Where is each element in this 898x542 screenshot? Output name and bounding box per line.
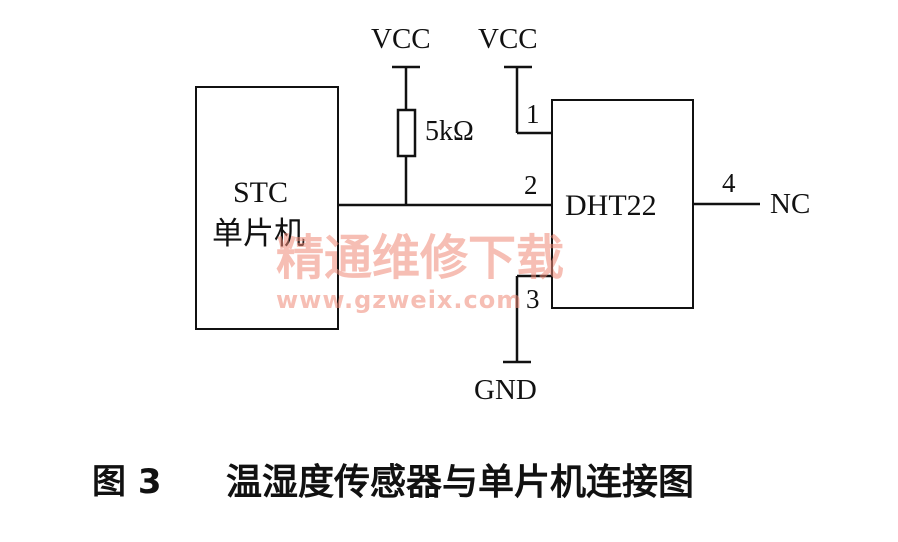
nc-label: NC bbox=[770, 188, 811, 220]
pin-4-label: 4 bbox=[722, 168, 736, 198]
mcu-label-line2: 单片机 bbox=[212, 216, 305, 251]
vcc-left-label: VCC bbox=[371, 23, 431, 55]
figure-caption: 温湿度传感器与单片机连接图 bbox=[226, 462, 695, 503]
figure-number: 图 3 bbox=[92, 462, 162, 502]
pin-3-label: 3 bbox=[526, 284, 540, 314]
dht22-label: DHT22 bbox=[565, 189, 657, 222]
pin-1-label: 1 bbox=[526, 99, 540, 129]
mcu-label-line1: STC bbox=[233, 176, 289, 209]
pin-2-label: 2 bbox=[524, 170, 538, 200]
mcu-block: STC 单片机 bbox=[195, 86, 339, 330]
vcc-right-label: VCC bbox=[478, 23, 538, 55]
resistor-value-label: 5kΩ bbox=[425, 116, 474, 147]
resistor-5k bbox=[396, 108, 417, 158]
watermark-line1: 精通维修下载 bbox=[276, 230, 565, 286]
gnd-label: GND bbox=[474, 374, 537, 406]
dht22-block: DHT22 bbox=[551, 99, 694, 309]
watermark-line2: www.gzweix.com bbox=[276, 286, 523, 314]
